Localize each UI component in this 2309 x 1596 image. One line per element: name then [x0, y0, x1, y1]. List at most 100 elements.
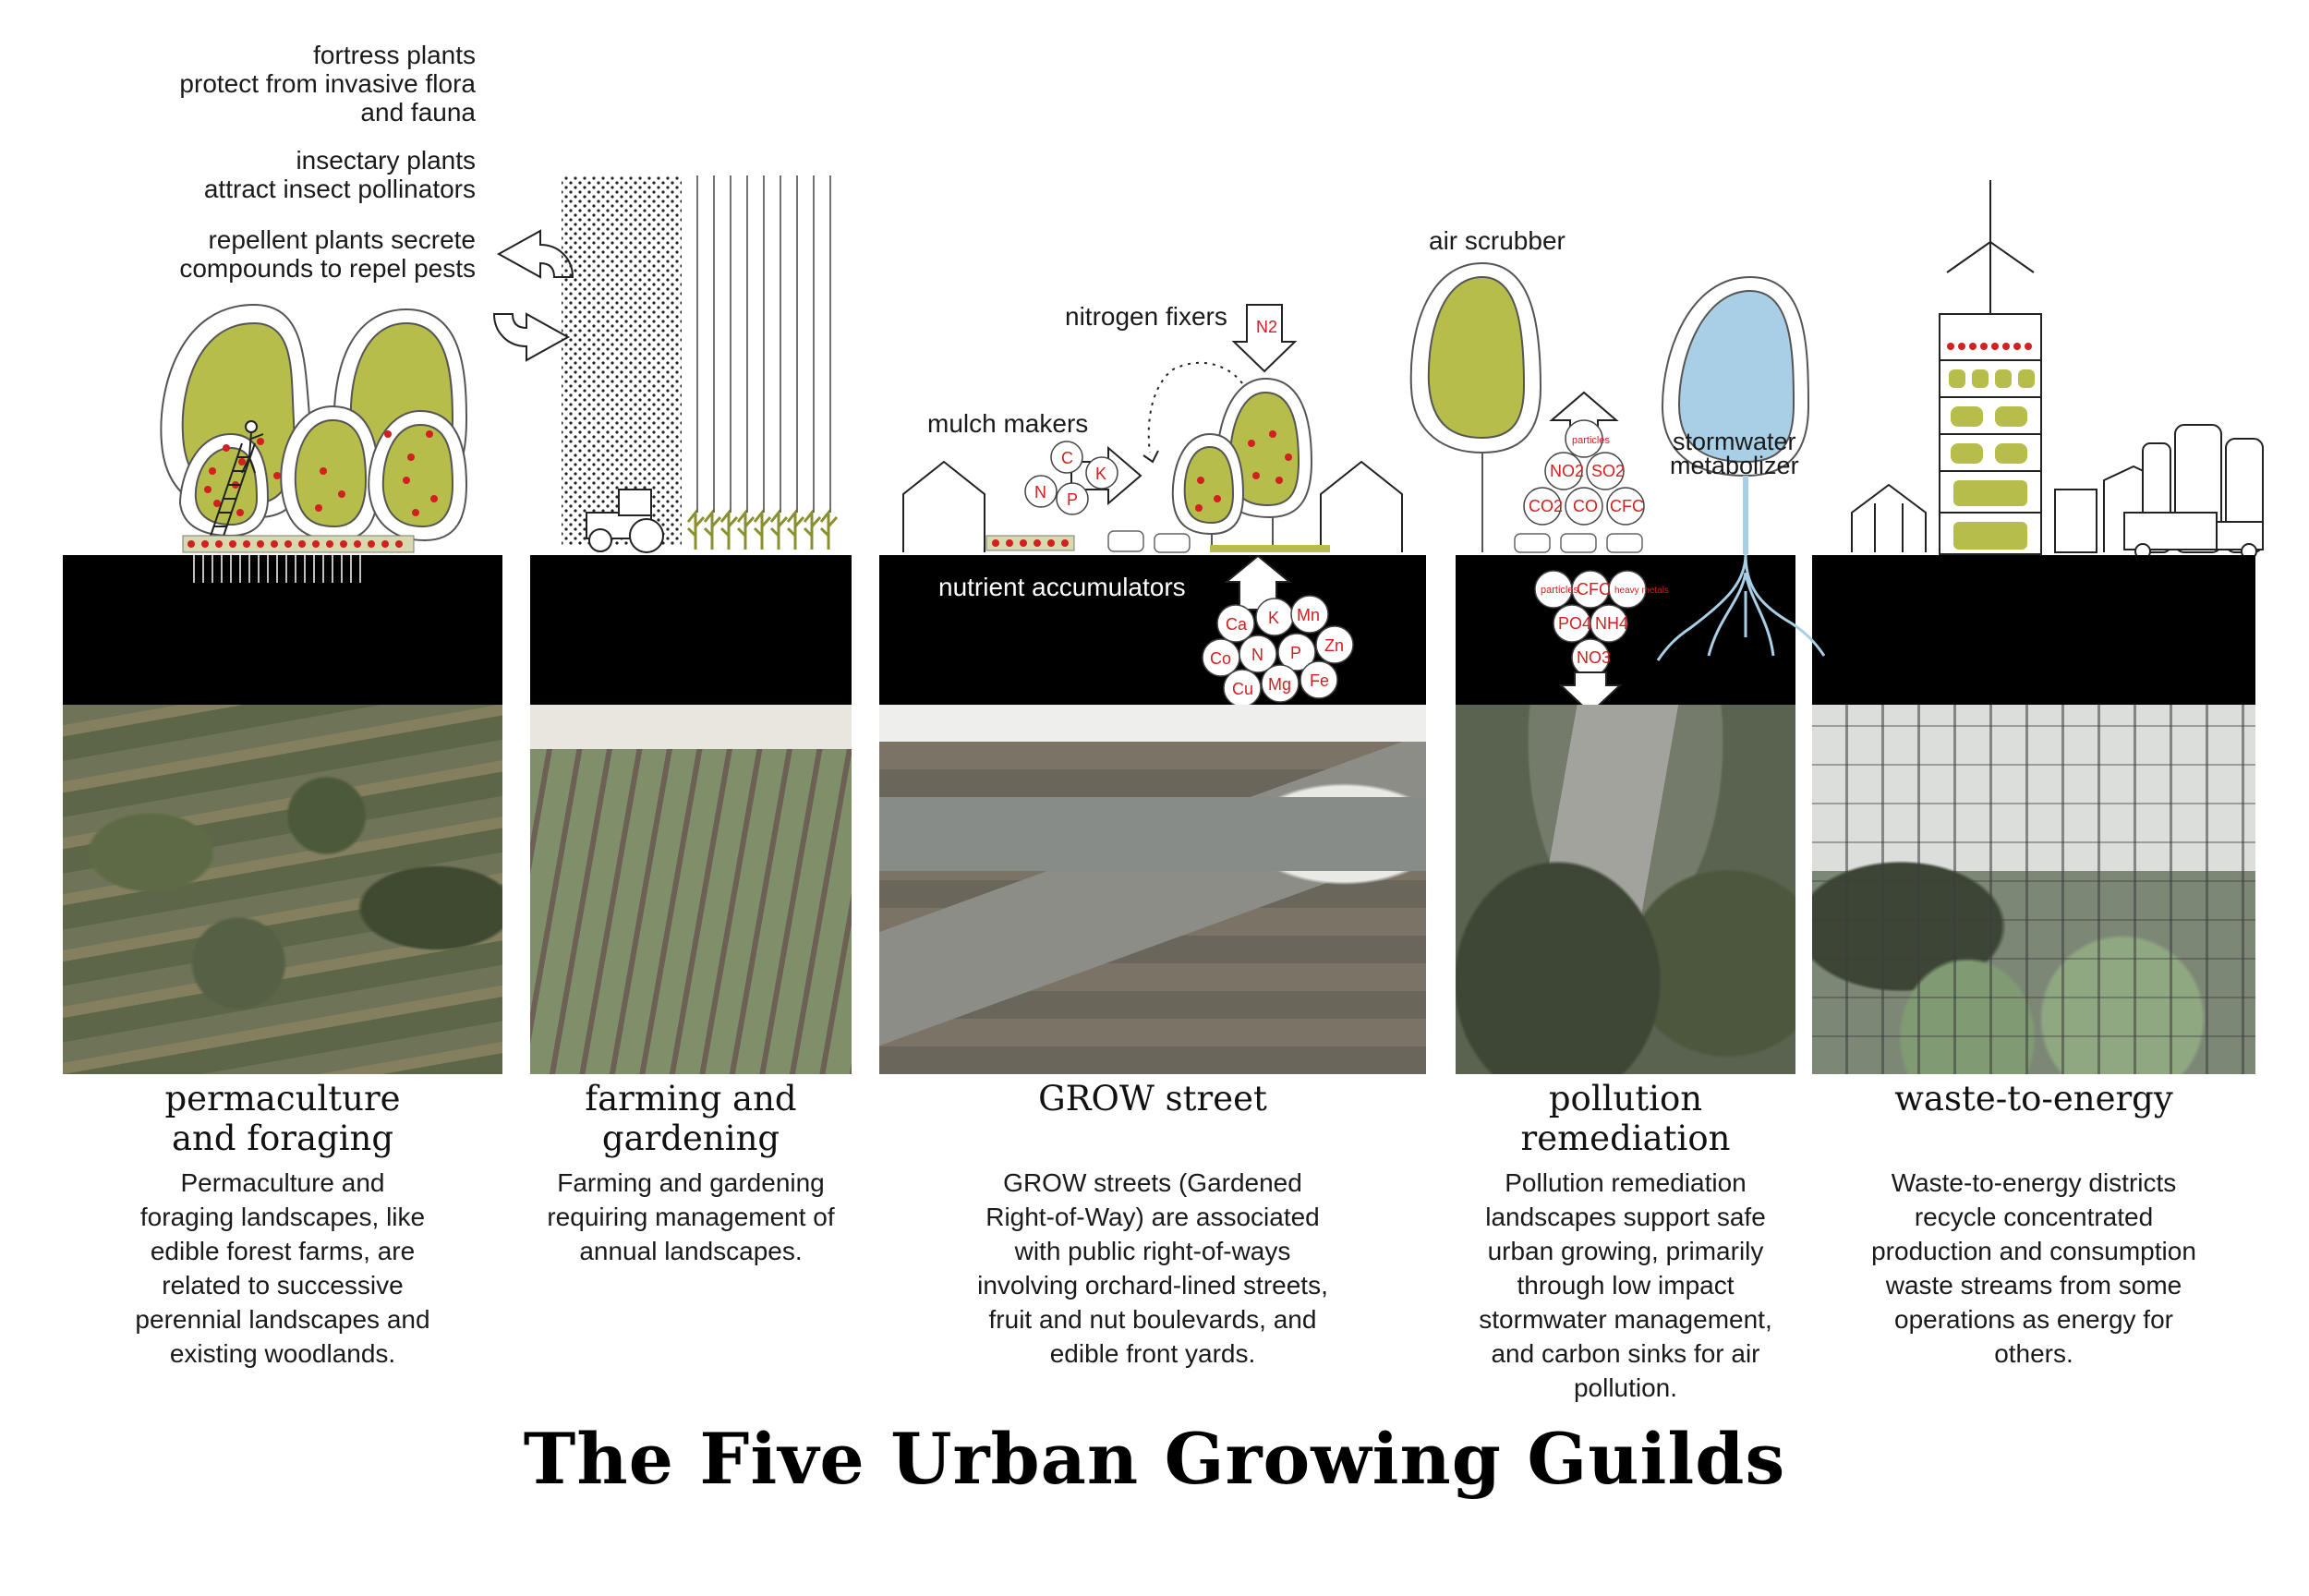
- guild-title-permaculture: permaculture and foraging: [63, 1079, 502, 1158]
- guild-description-permaculture: Permaculture and foraging landscapes, li…: [63, 1166, 502, 1371]
- description-line: Permaculture and: [180, 1168, 385, 1197]
- chem-mn: Mn: [1297, 606, 1320, 624]
- nitrogen-cycle-path: [1147, 361, 1243, 453]
- chem-so2: SO2: [1591, 462, 1625, 480]
- chem-p: P: [1067, 490, 1078, 509]
- chem-cfc-air: CFC: [1610, 497, 1644, 515]
- guild-title-line: farming and: [585, 1079, 797, 1118]
- silo-tower: [1939, 313, 2042, 555]
- photo-farming: [530, 705, 852, 1074]
- annotation-line: repellent plants secrete: [208, 225, 476, 254]
- chem-heavy-metals: heavy metals: [1614, 586, 1669, 596]
- description-line: pollution.: [1573, 1373, 1678, 1402]
- ground-band-farming: [530, 555, 852, 705]
- description-line: requiring management of: [547, 1203, 835, 1231]
- description-line: Farming and gardening: [557, 1168, 825, 1197]
- chem-no2: NO2: [1550, 462, 1584, 480]
- description-line: Right-of-Way) are associated: [985, 1203, 1320, 1231]
- chem-cfc-soil: CFC: [1577, 580, 1611, 598]
- permaculture-trees: [160, 303, 468, 542]
- description-line: recycle concentrated: [1914, 1203, 2154, 1231]
- photo-waste-greenhouse: [1812, 705, 2255, 1074]
- n2-arrow: N2: [1231, 304, 1298, 373]
- fortress-plants-annotation: fortress plants protect from invasive fl…: [111, 41, 476, 127]
- eggs: [1947, 343, 2032, 350]
- air-scrubber-label: air scrubber: [1429, 226, 1566, 255]
- nitrogen-fixers-label: nitrogen fixers: [1065, 302, 1227, 331]
- ground-cover-row: [182, 535, 415, 553]
- description-line: and carbon sinks for air: [1491, 1339, 1760, 1368]
- guild-title-line: and foraging: [171, 1118, 394, 1158]
- chem-co-nutrient: Co: [1210, 649, 1231, 668]
- description-line: fruit and nut boulevards, and: [988, 1305, 1317, 1334]
- guild-title-line: GROW street: [1038, 1079, 1267, 1118]
- chem-particles-soil: particles: [1541, 585, 1578, 596]
- chem-mg: Mg: [1268, 675, 1291, 694]
- nutrient-circles: Ca K Mn Co N P Zn Cu Mg Fe: [1202, 554, 1354, 707]
- guild-title-line: permaculture: [164, 1079, 401, 1118]
- chem-po4: PO4: [1558, 614, 1591, 633]
- chem-ca: Ca: [1226, 615, 1248, 634]
- mulch-row: [985, 535, 1075, 551]
- description-line: involving orchard-lined streets,: [977, 1271, 1328, 1300]
- description-line: with public right-of-ways: [1014, 1237, 1291, 1265]
- annotation-line: attract insect pollinators: [203, 175, 476, 203]
- guild-title-grow-street: GROW street: [879, 1079, 1426, 1118]
- soil-pollutant-circles: particles CFC heavy metals PO4 NH4 NO3: [1534, 570, 1669, 715]
- ladder-figure: [204, 420, 264, 553]
- rain-stipple: [562, 175, 682, 545]
- orchard-trees: [1171, 377, 1313, 552]
- ground-band-permaculture: [63, 555, 502, 705]
- guild-title-farming: farming and gardening: [530, 1079, 852, 1158]
- description-line: foraging landscapes, like: [139, 1203, 426, 1231]
- houses: [902, 460, 1403, 552]
- mulch-circles: [1024, 441, 1118, 515]
- air-scrubber-tree: [1409, 261, 1542, 552]
- description-line: Waste-to-energy districts: [1891, 1168, 2177, 1197]
- photo-grow-street: [879, 705, 1426, 1074]
- photo-pollution: [1456, 705, 1795, 1074]
- repellent-arrows: [492, 229, 574, 362]
- stormwater-roots: [1656, 553, 1826, 661]
- chem-p-nutrient: P: [1290, 644, 1301, 662]
- description-line: landscapes support safe: [1485, 1203, 1766, 1231]
- chem-n2: N2: [1256, 318, 1277, 336]
- parked-cars: [1107, 530, 1191, 553]
- guild-title-line: waste-to-energy: [1894, 1079, 2173, 1118]
- air-pollutant-circles: [1523, 419, 1645, 526]
- tractor: [586, 489, 664, 553]
- description-line: operations as energy for: [1894, 1305, 2173, 1334]
- description-line: through low impact: [1517, 1271, 1735, 1300]
- chem-k-nutrient: K: [1268, 609, 1279, 627]
- guild-title-line: pollution: [1548, 1079, 1703, 1118]
- livestock-silhouettes: [1949, 369, 2035, 550]
- description-line: edible front yards.: [1049, 1339, 1256, 1368]
- repellent-plants-annotation: repellent plants secrete compounds to re…: [111, 225, 476, 283]
- guild-title-line: remediation: [1520, 1118, 1731, 1158]
- chem-zn: Zn: [1324, 636, 1344, 655]
- chem-k: K: [1095, 465, 1106, 483]
- guild-description-pollution: Pollution remediation landscapes support…: [1456, 1166, 1795, 1405]
- stormwater-label-line: stormwater: [1673, 428, 1796, 455]
- description-line: Pollution remediation: [1505, 1168, 1747, 1197]
- chem-fe: Fe: [1310, 671, 1329, 690]
- annotation-line: compounds to repel pests: [179, 254, 476, 283]
- annotation-line: protect from invasive flora: [179, 69, 476, 98]
- chem-n: N: [1034, 483, 1046, 502]
- description-line: annual landscapes.: [579, 1237, 803, 1265]
- stormwater-tree: [1661, 275, 1810, 478]
- mulch-makers-label: mulch makers: [927, 409, 1089, 438]
- insectary-plants-annotation: insectary plants attract insect pollinat…: [111, 146, 476, 203]
- greenhouse-structure: [1851, 483, 1927, 552]
- description-line: others.: [1994, 1339, 2073, 1368]
- guild-description-grow-street: GROW streets (Gardened Right-of-Way) are…: [879, 1166, 1426, 1371]
- description-line: related to successive: [162, 1271, 404, 1300]
- nutrient-accumulators-label: nutrient accumulators: [938, 573, 1186, 601]
- description-line: production and consumption: [1871, 1237, 2196, 1265]
- annotation-line: and fauna: [360, 98, 476, 127]
- guild-title-waste: waste-to-energy: [1812, 1079, 2255, 1118]
- ground-band-waste: [1812, 555, 2255, 705]
- description-line: perennial landscapes and: [135, 1305, 430, 1334]
- guild-title-pollution: pollution remediation: [1456, 1079, 1795, 1158]
- description-line: stormwater management,: [1479, 1305, 1772, 1334]
